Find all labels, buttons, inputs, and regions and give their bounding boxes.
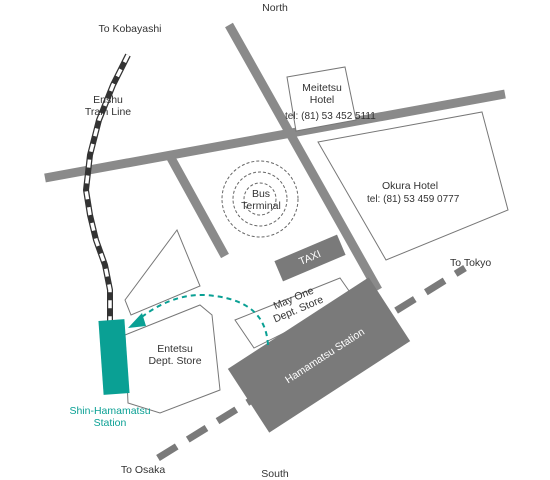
diagonal-north-road: [225, 22, 382, 293]
north-label: North: [262, 2, 288, 14]
shin-hamamatsu-station-label: Shin-Hamamatsu Station: [69, 405, 151, 429]
meitetsu-hotel-label: Meitetsu Hotel: [302, 82, 342, 106]
main-east-west-road: [44, 89, 506, 183]
entetsu-outline: [124, 228, 201, 316]
to-tokyo-label: To Tokyo: [450, 257, 492, 269]
to-kobayashi-label: To Kobayashi: [98, 23, 162, 35]
okura-hotel-label: Okura Hotel: [382, 180, 439, 192]
enshu-train-line-label: Enshu Train Line: [84, 94, 132, 118]
entetsu-store-outline: [124, 304, 221, 414]
building-outlines: [124, 66, 509, 414]
roads: [44, 22, 506, 293]
bus-terminal-label: Bus Terminal: [241, 188, 281, 212]
dashed-arrow-icon: [128, 293, 269, 346]
south-label: South: [261, 468, 289, 480]
concentric-circles-icon: [221, 160, 299, 238]
enshu-rail-line-dashes: [84, 54, 130, 322]
shin-hamamatsu-station-building: [98, 319, 130, 395]
okura-hotel-outline: [317, 111, 509, 261]
short-diagonal-road: [167, 155, 229, 259]
meitetsu-hotel-tel: tel: (81) 53 452 5111: [285, 111, 376, 122]
okura-hotel-tel: tel: (81) 53 459 0777: [367, 194, 460, 205]
taxi-sign: [274, 234, 346, 282]
to-osaka-label: To Osaka: [120, 464, 166, 476]
entetsu-label: Entetsu Dept. Store: [148, 343, 202, 367]
meitetsu-hotel-outline: [286, 66, 357, 132]
hamamatsu-station-building: [227, 277, 411, 433]
